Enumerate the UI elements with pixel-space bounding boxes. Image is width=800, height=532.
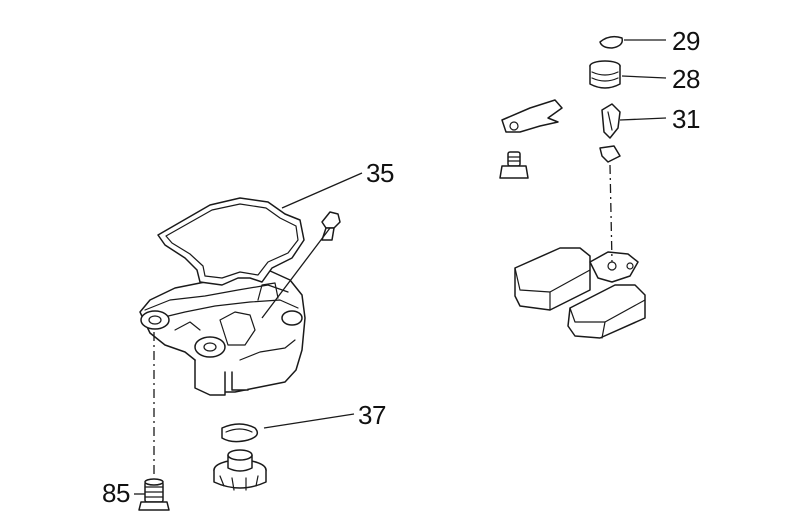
float-bowl bbox=[139, 260, 306, 396]
bowl-gasket bbox=[157, 197, 305, 286]
screw bbox=[138, 478, 170, 511]
callout-28: 28 bbox=[672, 64, 700, 94]
leader-lines bbox=[134, 39, 667, 495]
needle-seat bbox=[589, 60, 621, 89]
bracket-screw bbox=[499, 151, 529, 179]
drain-plug bbox=[213, 423, 267, 491]
callout-35: 35 bbox=[366, 158, 394, 188]
callout-29: 29 bbox=[672, 26, 700, 56]
float-needle bbox=[599, 103, 621, 163]
callout-37: 37 bbox=[358, 400, 386, 430]
callout-85: 85 bbox=[102, 478, 130, 508]
callout-31: 31 bbox=[672, 104, 700, 134]
main-jet bbox=[321, 211, 341, 241]
clip-part bbox=[599, 35, 624, 49]
float-bracket bbox=[501, 99, 563, 133]
alignment-lines bbox=[153, 164, 613, 478]
float-assembly bbox=[514, 247, 646, 339]
